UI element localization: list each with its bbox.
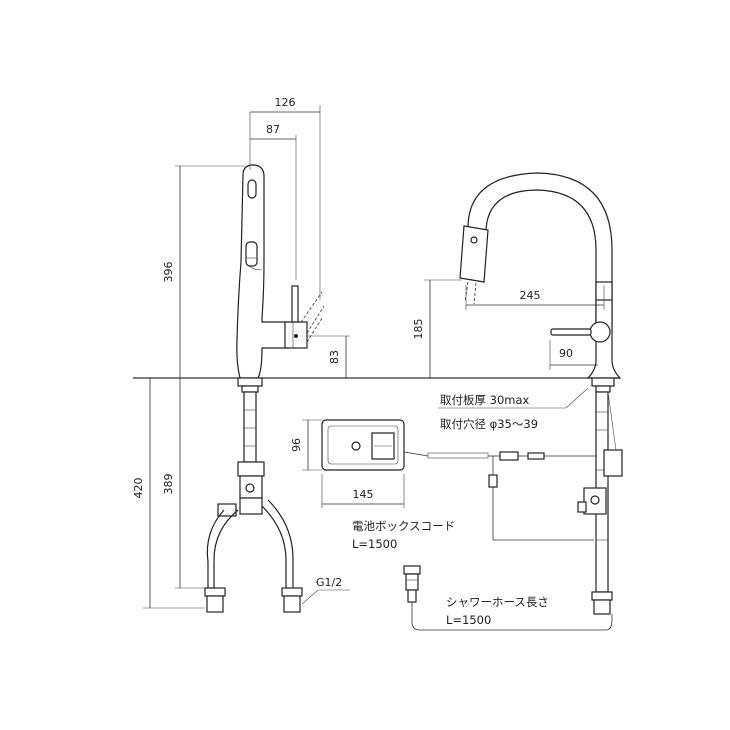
shower-hose-label: シャワーホース長さ [446,595,549,609]
battery-cord [427,452,489,459]
dim-90: 90 [549,340,598,370]
dim-96-label: 96 [290,438,303,452]
mount-hole-label: 取付穴径 φ35～39 [440,417,538,431]
dim-420-label: 420 [132,478,145,499]
dim-126: 126 [249,96,321,300]
dim-83-label: 83 [328,350,341,364]
shower-hose-length: L=1500 [446,613,491,627]
front-inlet-nut [593,599,611,615]
front-view-faucet [459,172,623,615]
dim-420: 420 [132,378,205,609]
inlet-nut-left [204,587,226,597]
dim-83: 83 [307,335,350,378]
dim-185-label: 185 [412,319,425,340]
solenoid-unit [603,449,623,477]
dim-96: 96 [290,419,322,471]
dim-396: 396 [162,165,245,378]
supply-pipe [243,391,257,463]
lever-arm [550,328,592,336]
g12-callout: G1/2 [301,576,350,605]
base-nut [237,377,263,387]
lever-pivot-icon [294,334,298,338]
battery-cord-label: 電池ボックスコード [352,519,455,533]
dim-396-label: 396 [162,262,175,283]
lever-knob-icon [589,321,611,343]
battery-cord-length: L=1500 [352,537,397,551]
spout-outlet-icon [247,179,257,199]
shower-hose [403,565,613,631]
dim-245: 245 [465,285,605,310]
spray-head [459,225,489,283]
dim-245-label: 245 [520,289,541,302]
mount-notes: 取付板厚 30max 取付穴径 φ35～39 [438,387,589,431]
hose-connector-icon [403,565,421,575]
g12-label: G1/2 [316,576,342,589]
dim-145: 145 [321,474,405,508]
dim-87: 87 [250,123,297,280]
dim-145-label: 145 [353,488,374,501]
dim-389: 389 [162,378,205,589]
spray-head-icon [245,241,258,267]
side-view-faucet [204,164,325,613]
dim-126-label: 126 [275,96,296,109]
valve-block [237,461,265,477]
battery-box [321,419,596,541]
inlet-nut-right [281,587,303,597]
dim-185: 185 [412,279,462,378]
dim-87-label: 87 [266,123,280,136]
mount-thickness-label: 取付板厚 30max [440,393,530,407]
cord-connector-icon [499,451,519,461]
dim-389-label: 389 [162,474,175,495]
faucet-body [236,164,289,379]
dim-90-label: 90 [559,347,573,360]
lever-raised-position [291,285,299,323]
